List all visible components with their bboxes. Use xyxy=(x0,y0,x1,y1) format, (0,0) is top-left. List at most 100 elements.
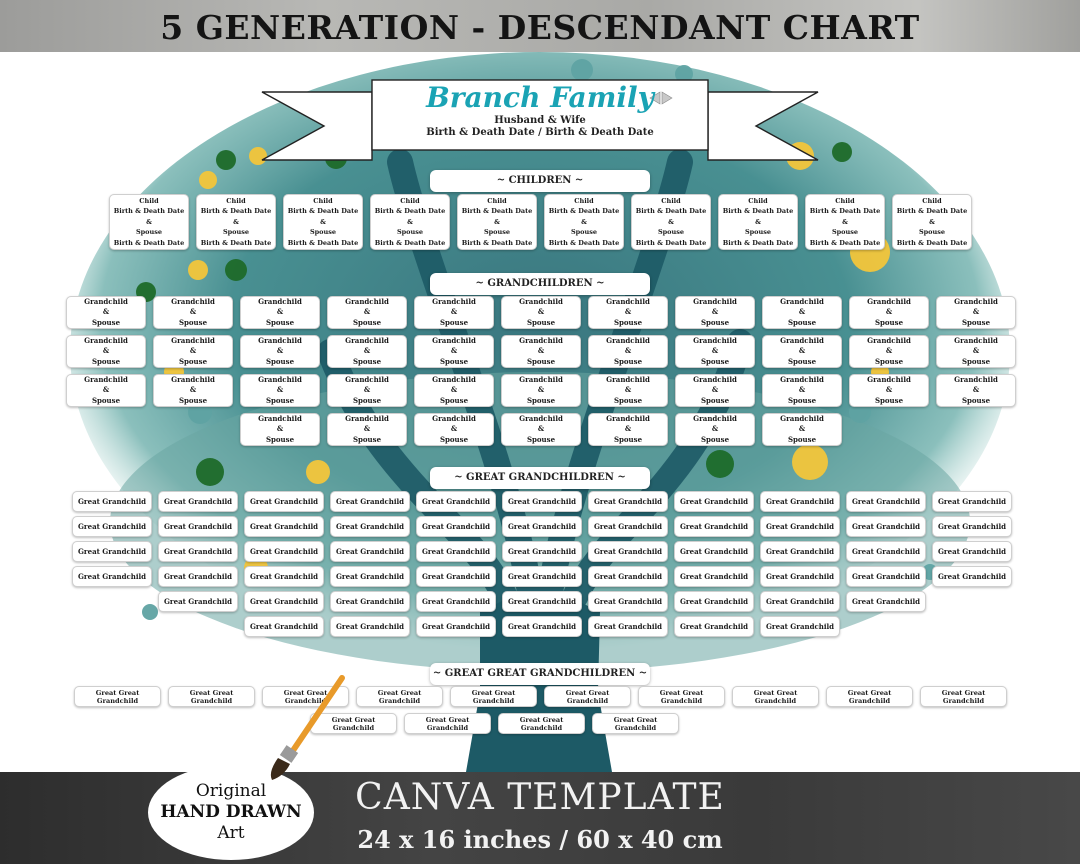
great-grandchild-card: Great Grandchild xyxy=(502,491,582,512)
great-grandchild-card: Great Grandchild xyxy=(932,491,1012,512)
great-grandchild-card: Great Grandchild xyxy=(244,566,324,587)
great-grandchild-card: Great Grandchild xyxy=(416,516,496,537)
great-grandchild-card: Great Grandchild xyxy=(588,541,668,562)
great-grandchild-card: Great Grandchild xyxy=(244,516,324,537)
great-grandchild-card: Great Grandchild xyxy=(244,591,324,612)
badge-line-art: Art xyxy=(217,823,245,843)
great-grandchild-card: Great Grandchild xyxy=(760,491,840,512)
title-banner: 5 GENERATION - DESCENDANT CHART xyxy=(0,0,1080,52)
grandchild-card: Grandchild&Spouse xyxy=(936,296,1016,329)
grandchild-card: Grandchild&Spouse xyxy=(327,296,407,329)
great-grandchild-card: Great Grandchild xyxy=(72,566,152,587)
grandchild-card: Grandchild&Spouse xyxy=(588,374,668,407)
great-grandchild-card: Great Grandchild xyxy=(932,541,1012,562)
great-grandchild-card: Great Grandchild xyxy=(846,491,926,512)
bow-icon xyxy=(649,91,673,105)
great-grandchild-card: Great Grandchild xyxy=(330,541,410,562)
great-great-grandchild-card: Great Great Grandchild xyxy=(638,686,725,707)
great-grandchild-card: Great Grandchild xyxy=(502,541,582,562)
great-grandchild-card: Great Grandchild xyxy=(330,566,410,587)
grandchild-card: Grandchild&Spouse xyxy=(762,374,842,407)
great-grandchild-card: Great Grandchild xyxy=(72,541,152,562)
great-grandchild-card: Great Grandchild xyxy=(330,591,410,612)
great-grandchild-card: Great Grandchild xyxy=(674,566,754,587)
great-great-grandchild-card: Great Great Grandchild xyxy=(404,713,491,734)
great-grandchild-card: Great Grandchild xyxy=(932,516,1012,537)
great-great-grandchild-card: Great Great Grandchild xyxy=(920,686,1007,707)
couple-label: Husband & Wife xyxy=(494,115,586,126)
product-size: 24 x 16 inches / 60 x 40 cm xyxy=(357,825,723,854)
badge-line-hand-drawn: HAND DRAWN xyxy=(160,802,302,822)
grandchild-card: Grandchild&Spouse xyxy=(414,296,494,329)
great-grandchild-card: Great Grandchild xyxy=(760,616,840,637)
great-grandchild-card: Great Grandchild xyxy=(502,516,582,537)
grandchild-card: Grandchild&Spouse xyxy=(66,374,146,407)
great-grandchild-card: Great Grandchild xyxy=(674,616,754,637)
great-grandchild-card: Great Grandchild xyxy=(846,566,926,587)
section-great-grandchildren: ~ GREAT GRANDCHILDREN ~ xyxy=(430,467,650,489)
great-grandchild-card: Great Grandchild xyxy=(674,491,754,512)
great-grandchild-card: Great Grandchild xyxy=(330,616,410,637)
great-grandchild-card: Great Grandchild xyxy=(158,541,238,562)
grandchild-card: Grandchild&Spouse xyxy=(849,374,929,407)
grandchild-card: Grandchild&Spouse xyxy=(588,335,668,368)
grandchild-card: Grandchild&Spouse xyxy=(501,413,581,446)
grandchild-card: Grandchild&Spouse xyxy=(327,413,407,446)
great-great-grandchild-card: Great Great Grandchild xyxy=(544,686,631,707)
grandchild-card: Grandchild&Spouse xyxy=(414,374,494,407)
grandchild-card: Grandchild&Spouse xyxy=(327,335,407,368)
grandchild-card: Grandchild&Spouse xyxy=(414,413,494,446)
great-grandchild-card: Great Grandchild xyxy=(760,591,840,612)
section-great-great-grandchildren: ~ GREAT GREAT GRANDCHILDREN ~ xyxy=(430,663,650,685)
great-grandchild-card: Great Grandchild xyxy=(330,491,410,512)
badge-line-original: Original xyxy=(195,781,267,801)
great-grandchild-card: Great Grandchild xyxy=(588,616,668,637)
grandchild-card: Grandchild&Spouse xyxy=(414,335,494,368)
great-grandchild-card: Great Grandchild xyxy=(674,516,754,537)
grandchild-card: Grandchild&Spouse xyxy=(327,374,407,407)
grandchild-card: Grandchild&Spouse xyxy=(240,335,320,368)
great-great-grandchild-card: Great Great Grandchild xyxy=(168,686,255,707)
great-grandchild-card: Great Grandchild xyxy=(588,566,668,587)
product-title: CANVA TEMPLATE xyxy=(355,777,725,818)
chart-area: Branch Family Husband & Wife Birth & Dea… xyxy=(0,52,1080,772)
great-grandchild-card: Great Grandchild xyxy=(588,491,668,512)
great-grandchild-card: Great Grandchild xyxy=(502,616,582,637)
family-header: Branch Family Husband & Wife Birth & Dea… xyxy=(372,81,708,139)
grandchild-card: Grandchild&Spouse xyxy=(936,335,1016,368)
great-grandchild-card: Great Grandchild xyxy=(416,491,496,512)
grandchild-card: Grandchild&Spouse xyxy=(501,296,581,329)
grandchild-card: Grandchild&Spouse xyxy=(675,335,755,368)
great-great-grandchild-card: Great Great Grandchild xyxy=(450,686,537,707)
grandchild-card: Grandchild&Spouse xyxy=(66,296,146,329)
great-great-grandchild-card: Great Great Grandchild xyxy=(498,713,585,734)
great-grandchild-card: Great Grandchild xyxy=(674,591,754,612)
grandchild-card: Grandchild&Spouse xyxy=(762,413,842,446)
grandchild-card: Grandchild&Spouse xyxy=(240,413,320,446)
great-grandchild-card: Great Grandchild xyxy=(416,566,496,587)
great-grandchild-card: Great Grandchild xyxy=(846,541,926,562)
chart-title: 5 GENERATION - DESCENDANT CHART xyxy=(160,8,920,47)
section-children: ~ CHILDREN ~ xyxy=(430,170,650,192)
grandchild-card: Grandchild&Spouse xyxy=(849,335,929,368)
grandchild-card: Grandchild&Spouse xyxy=(849,296,929,329)
great-grandchild-card: Great Grandchild xyxy=(158,591,238,612)
grandchild-card: Grandchild&Spouse xyxy=(762,296,842,329)
great-great-grandchild-card: Great Great Grandchild xyxy=(356,686,443,707)
great-grandchild-card: Great Grandchild xyxy=(502,566,582,587)
grandchild-card: Grandchild&Spouse xyxy=(936,374,1016,407)
grandchild-card: Grandchild&Spouse xyxy=(501,374,581,407)
great-great-grandchild-card: Great Great Grandchild xyxy=(310,713,397,734)
great-grandchild-card: Great Grandchild xyxy=(416,591,496,612)
grandchild-card: Grandchild&Spouse xyxy=(675,413,755,446)
great-grandchild-card: Great Grandchild xyxy=(416,541,496,562)
grandchild-card: Grandchild&Spouse xyxy=(66,335,146,368)
grandchild-card: Grandchild&Spouse xyxy=(762,335,842,368)
great-grandchild-card: Great Grandchild xyxy=(72,516,152,537)
